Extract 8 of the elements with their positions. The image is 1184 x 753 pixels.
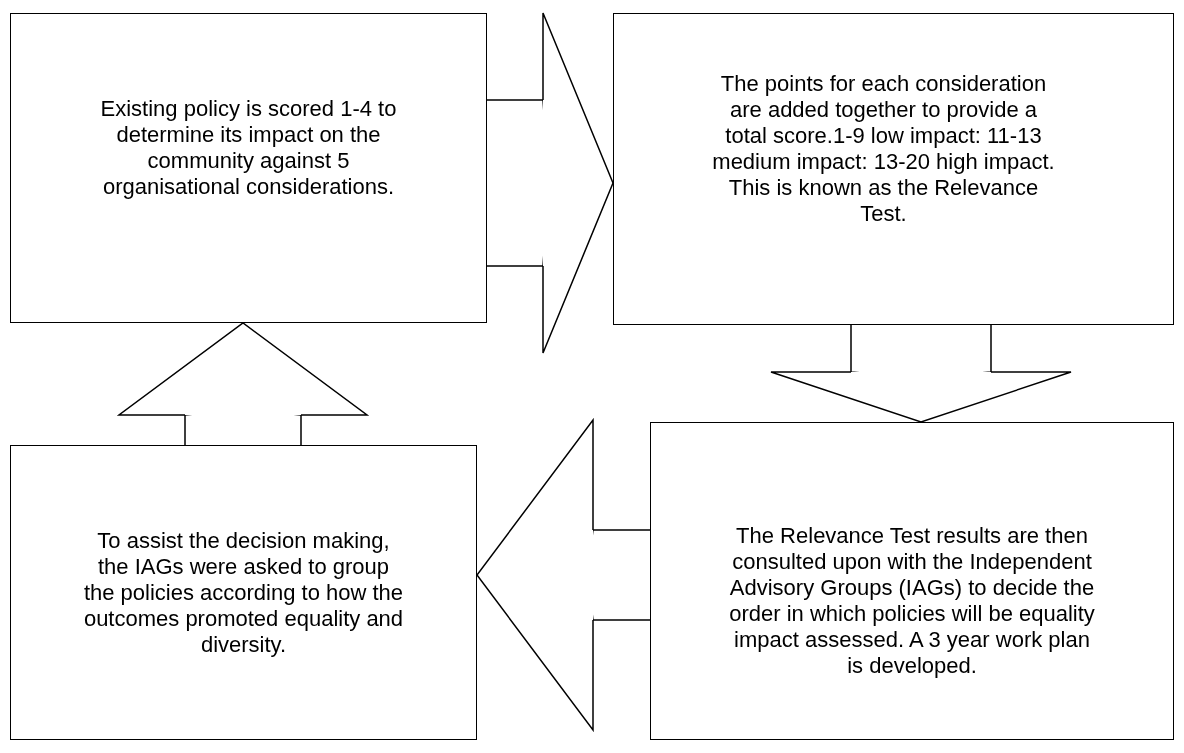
box-text: The points for each consideration are added together to provide a total score.1-9 low impact: 11-13 medium impact: 13-20 high impact. This is known as the Relevance Test. <box>712 71 1055 227</box>
process-box <box>613 13 1174 325</box>
process-box <box>10 13 487 323</box>
box-text: Existing policy is scored 1-4 to determine its impact on the community against 5 organisational considerations. <box>99 96 398 200</box>
process-box <box>650 422 1174 740</box>
box-text: The Relevance Test results are then consulted upon with the Independent Advisory Groups (IAGs) to decide the order in which policies will be equality impact assessed. A 3 year work plan is developed. <box>729 523 1095 679</box>
box-text: To assist the decision making, the IAGs were asked to group the policies according to how the outcomes promoted equality and diversity. <box>83 527 404 658</box>
process-box <box>10 445 477 740</box>
